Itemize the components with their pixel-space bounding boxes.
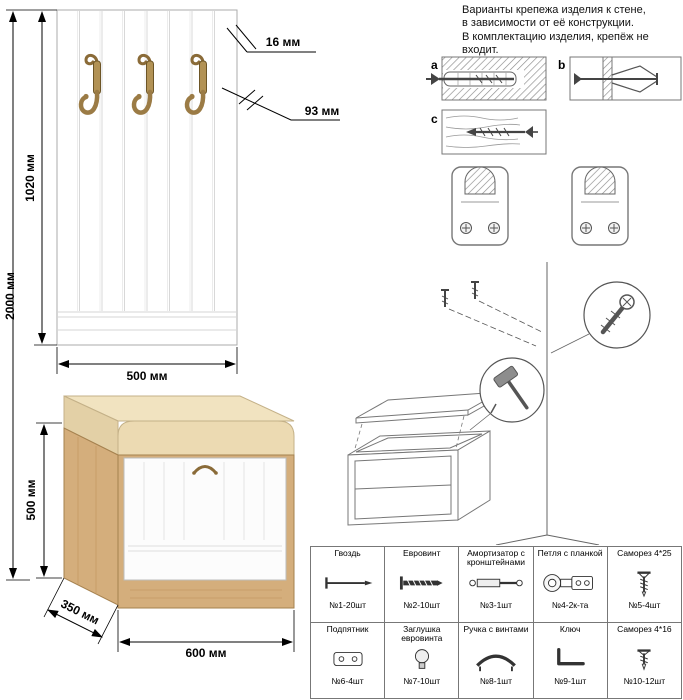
dim-panel-height: 1020 мм (23, 154, 37, 202)
nail-icon (312, 567, 383, 599)
part-count: №5-4шт (628, 600, 661, 610)
note-line: Варианты крепежа изделия к стене, (462, 4, 646, 16)
part-cell: Подпятник №6-4шт (309, 622, 386, 699)
part-cell: Саморез 4*25 №5-4шт (606, 546, 683, 623)
assembly-illustration (347, 262, 651, 545)
part-cell: Заглушка евровинта №7-10шт (384, 622, 460, 699)
note-line: входит. (462, 44, 499, 57)
bench (63, 395, 295, 609)
part-name: Ключ (559, 624, 581, 634)
parts-table-row: Гвоздь №1-20шт Евровинт №2-10шт Амортиза… (309, 546, 683, 623)
part-count: №7-10шт (403, 676, 441, 687)
handle-icon (460, 643, 531, 675)
dim-total-height: 2000 мм (3, 272, 17, 320)
part-count: №10-12шт (623, 676, 666, 686)
part-cell: Ручка с винтами №8-1шт (458, 622, 534, 699)
part-cell: Евровинт №2-10шт (384, 546, 460, 623)
note-line: В комплектацию изделия, крепёж не (462, 30, 649, 43)
bench-handle (192, 465, 218, 475)
part-count: №1-20шт (329, 600, 367, 610)
fastening-option-c-diagram (441, 109, 547, 155)
part-name: Петля с планкой (537, 548, 603, 558)
eurovint-icon (386, 567, 457, 599)
part-cell: Ключ №9-1шт (532, 622, 608, 699)
parts-table-row: Подпятник №6-4шт Заглушка евровинта №7-1… (309, 622, 683, 699)
fastening-option-b-diagram (569, 56, 682, 101)
part-name: Подпятник (326, 624, 369, 634)
left-drawing (6, 9, 340, 652)
dim-hook-offset: 93 мм (304, 104, 340, 118)
fastening-option-b-label: b (558, 58, 566, 72)
coat-hook (78, 54, 101, 115)
part-count: №8-1шт (479, 676, 513, 686)
bench-dimension-lines (36, 422, 295, 652)
dim-bench-height: 500 мм (24, 479, 38, 521)
footpad-icon (312, 643, 383, 675)
dim-panel-width: 500 мм (126, 369, 168, 383)
note-line: в зависимости от её конструкции. (462, 17, 634, 30)
dim-bench-width: 600 мм (185, 646, 227, 660)
hex-key-icon (535, 643, 606, 675)
bench-top-panel (355, 391, 501, 424)
cap-icon (386, 643, 457, 675)
panel-dimension-lines (6, 9, 340, 581)
keyhole-bracket-left (451, 166, 509, 246)
part-name: Саморез 4*16 (617, 624, 672, 634)
fastening-option-a-label: a (431, 58, 438, 72)
screw-small-icon (609, 643, 680, 675)
part-count: №6-4шт (331, 676, 364, 686)
part-name: Гвоздь (334, 548, 361, 558)
part-count: №3-1шт (479, 600, 513, 611)
hammer-detail (469, 357, 545, 431)
part-cell: Амортизатор с кронштейнами №3-1шт (458, 546, 534, 623)
part-count: №9-1шт (554, 676, 587, 686)
screw-icon (609, 567, 680, 599)
wall-corner (495, 262, 600, 545)
part-name: Евровинт (403, 548, 441, 558)
coat-hook (184, 54, 207, 115)
coat-hooks (78, 54, 207, 115)
part-count: №2-10шт (403, 600, 441, 610)
mounting-screws (441, 281, 479, 307)
part-cell: Гвоздь №1-20шт (309, 546, 386, 623)
part-name: Ручка с винтами (463, 624, 529, 634)
part-cell: Петля с планкой №4-2к-та (532, 546, 608, 623)
bench-carcass (347, 430, 491, 526)
coat-hook (131, 54, 154, 115)
screw-detail (550, 281, 651, 354)
gas-lift-icon (460, 567, 531, 599)
fastening-option-c-label: c (431, 112, 438, 126)
wall-mount-note: Варианты крепежа изделия к стене, в зави… (462, 4, 680, 58)
dim-plank-thickness: 16 мм (265, 35, 301, 49)
keyhole-bracket-right (571, 166, 629, 246)
parts-table: Гвоздь №1-20шт Евровинт №2-10шт Амортиза… (309, 546, 683, 699)
part-name: Саморез 4*25 (617, 548, 672, 558)
part-name: Заглушка евровинта (401, 624, 443, 644)
part-name: Амортизатор с кронштейнами (466, 548, 525, 568)
coat-panel (56, 9, 238, 346)
right-drawing (347, 56, 682, 545)
part-count: №4-2к-та (551, 600, 589, 610)
part-cell: Саморез 4*16 №10-12шт (606, 622, 683, 699)
fastening-option-a-diagram (426, 56, 547, 101)
hinge-icon (535, 567, 606, 599)
